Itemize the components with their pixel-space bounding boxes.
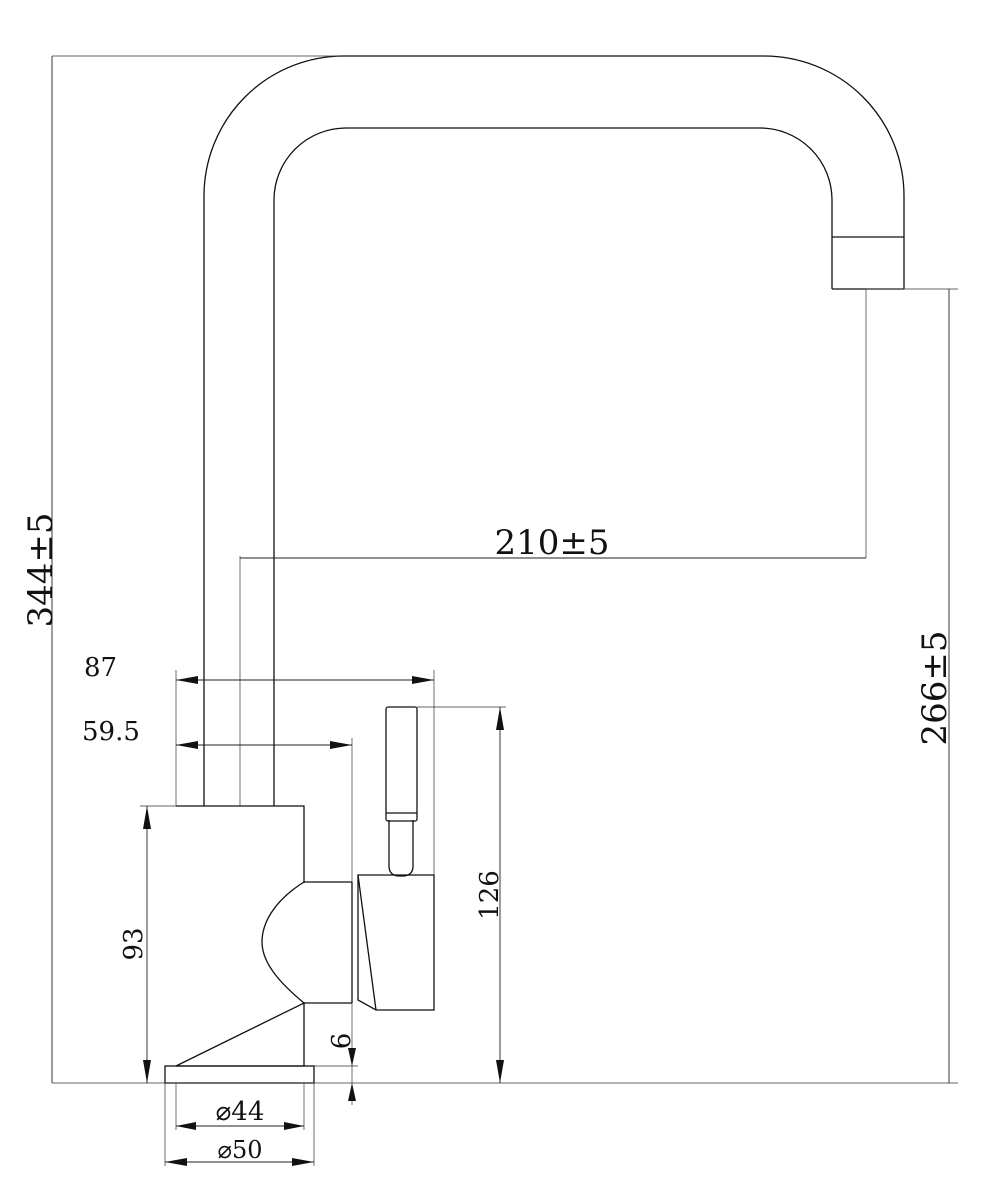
arrow-93-top xyxy=(143,806,151,829)
arrow-93-bottom xyxy=(143,1060,151,1083)
base-ring xyxy=(164,1065,315,1084)
label-spout-reach: 210±5 xyxy=(494,523,609,563)
label-handle-depth-outer: 87 xyxy=(84,653,117,683)
label-body-diameter: ⌀44 xyxy=(216,1097,265,1127)
arrow-126-top xyxy=(496,707,504,730)
label-handle-height: 126 xyxy=(475,870,505,920)
spout-outer xyxy=(203,55,905,806)
arrow-44-left xyxy=(176,1122,196,1130)
arrow-6-bottom xyxy=(348,1083,356,1101)
handle-lever xyxy=(385,706,418,822)
arrow-59-5-right xyxy=(330,741,352,749)
handle-block xyxy=(357,874,435,1011)
arrow-87-right xyxy=(412,676,434,684)
cartridge-dome xyxy=(261,881,352,1004)
label-total-height: 344±5 xyxy=(21,512,61,627)
label-base-thickness: 6 xyxy=(327,1033,357,1050)
arrow-59-5-left xyxy=(176,741,198,749)
arrow-50-left xyxy=(165,1158,187,1166)
arrow-6-top xyxy=(348,1048,356,1066)
faucet-body xyxy=(175,805,305,1067)
extension-lines xyxy=(52,55,958,1166)
label-body-height: 93 xyxy=(119,927,149,960)
label-handle-depth-inner: 59.5 xyxy=(82,717,140,747)
spout-inner xyxy=(273,127,833,806)
label-spout-height: 266±5 xyxy=(915,630,955,745)
dimension-lines xyxy=(51,56,950,1166)
handle-neck xyxy=(388,820,414,877)
faucet-outline xyxy=(164,55,905,1084)
arrow-50-right xyxy=(292,1158,314,1166)
handle-block-inner xyxy=(357,874,377,1011)
arrow-87-left xyxy=(176,676,198,684)
dimension-labels: 344±5 266±5 210±5 87 59.5 126 93 6 ⌀44 ⌀… xyxy=(21,512,955,1164)
arrow-44-right xyxy=(284,1122,304,1130)
arrow-126-bottom xyxy=(496,1060,504,1083)
label-base-diameter: ⌀50 xyxy=(218,1136,263,1164)
